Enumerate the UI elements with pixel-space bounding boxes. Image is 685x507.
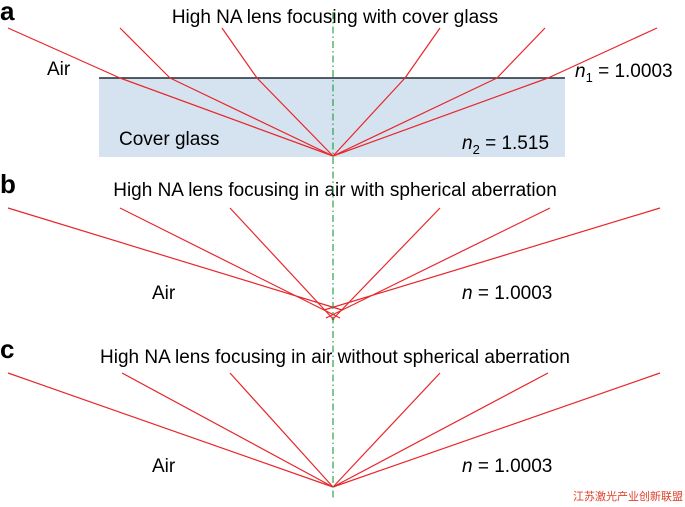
ray-b-6 — [323, 207, 661, 311]
ray-a-6-refracted — [332, 77, 549, 157]
ray-b-4 — [331, 207, 441, 321]
panel-c-letter: c — [0, 334, 14, 364]
panel-a-n2-label: n2 = 1.515 — [462, 133, 549, 157]
ray-a-1-incident — [7, 27, 121, 79]
ray-b-2 — [119, 207, 341, 319]
panel-b: b High NA lens focusing in air with sphe… — [0, 169, 661, 321]
ray-a-5-refracted — [332, 77, 498, 157]
panel-c: c High NA lens focusing in air without s… — [0, 334, 661, 488]
ray-b-3 — [229, 207, 335, 321]
ray-c-6 — [332, 372, 661, 488]
ray-c-2 — [121, 372, 334, 488]
panel-a-n1-label: n1 = 1.0003 — [575, 61, 673, 85]
ray-a-2-incident — [119, 27, 171, 79]
panel-a-air-label: Air — [47, 59, 71, 80]
n1-value: = 1.0003 — [593, 61, 673, 82]
n-value: = 1.0003 — [473, 283, 553, 304]
ray-a-4-refracted — [332, 77, 406, 157]
panel-a-rays — [7, 27, 658, 157]
panel-b-n-label: n = 1.0003 — [462, 283, 552, 304]
ray-a-3-incident — [221, 27, 258, 79]
panel-c-air-label: Air — [152, 456, 176, 477]
ray-a-2-refracted — [169, 77, 334, 157]
ray-a-1-refracted — [119, 77, 334, 157]
watermark: 江苏激光产业创新联盟 — [573, 489, 683, 503]
panel-b-title: High NA lens focusing in air with spheri… — [113, 180, 557, 201]
ray-a-5-incident — [496, 27, 546, 79]
ray-c-5 — [332, 372, 549, 488]
panel-c-rays — [7, 372, 661, 488]
n2-subscript: 2 — [473, 142, 480, 157]
ray-a-4-incident — [404, 27, 441, 79]
panel-a: a High NA lens focusing with cover glass… — [0, 0, 673, 157]
n2-symbol: n — [462, 133, 473, 154]
cover-glass-block — [99, 78, 565, 157]
ray-b-5 — [325, 207, 551, 319]
panel-b-air-label: Air — [152, 283, 176, 304]
ray-a-3-refracted — [256, 77, 334, 157]
n-symbol: n — [462, 456, 473, 477]
panel-c-title: High NA lens focusing in air without sph… — [100, 347, 570, 368]
panel-a-title: High NA lens focusing with cover glass — [172, 7, 498, 28]
ray-b-1 — [7, 207, 343, 311]
panel-a-cover-glass-label: Cover glass — [119, 129, 219, 150]
panel-b-letter: b — [0, 169, 16, 199]
n1-symbol: n — [575, 61, 586, 82]
ray-c-4 — [332, 372, 441, 488]
panel-c-n-label: n = 1.0003 — [462, 456, 552, 477]
panel-b-rays — [7, 207, 661, 321]
panel-a-letter: a — [0, 0, 15, 26]
ray-c-3 — [229, 372, 334, 488]
ray-a-6-incident — [547, 27, 658, 79]
n-value: = 1.0003 — [473, 456, 553, 477]
n2-value: = 1.515 — [480, 133, 549, 154]
n1-subscript: 1 — [586, 70, 593, 85]
n-symbol: n — [462, 283, 473, 304]
ray-c-1 — [7, 372, 334, 488]
